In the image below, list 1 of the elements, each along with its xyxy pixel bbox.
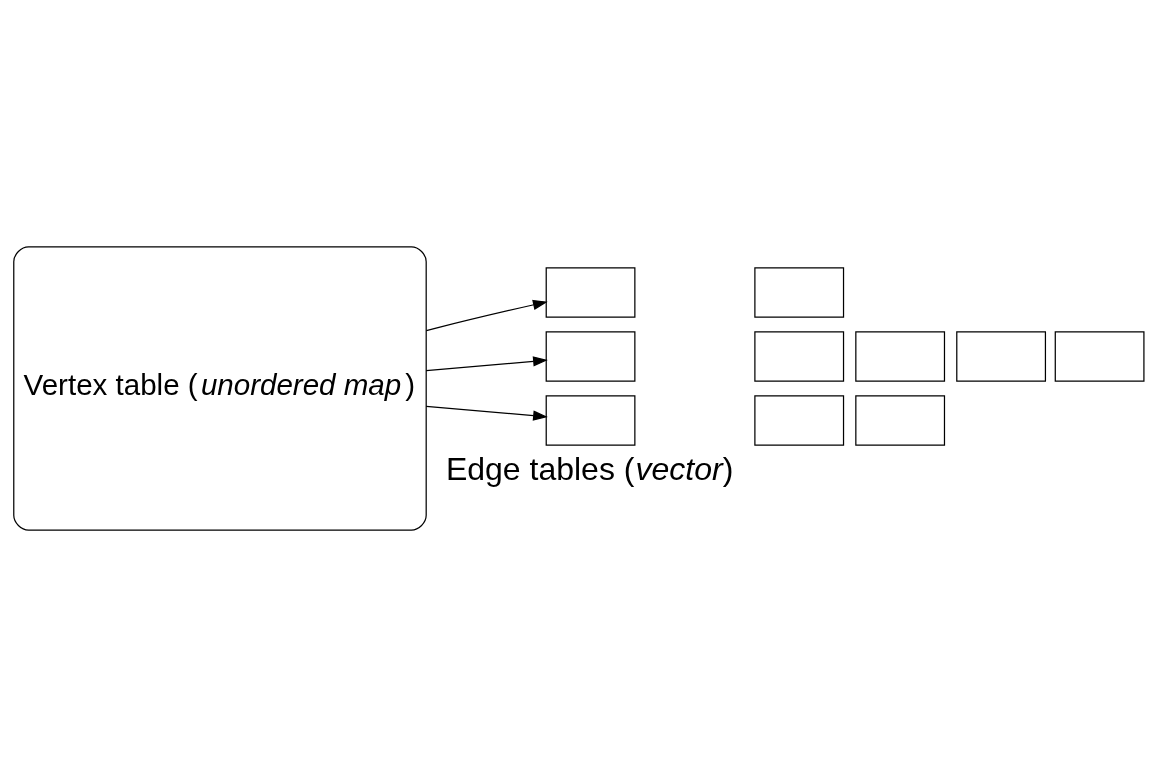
label: Edge tables (vector) bbox=[445, 450, 734, 487]
